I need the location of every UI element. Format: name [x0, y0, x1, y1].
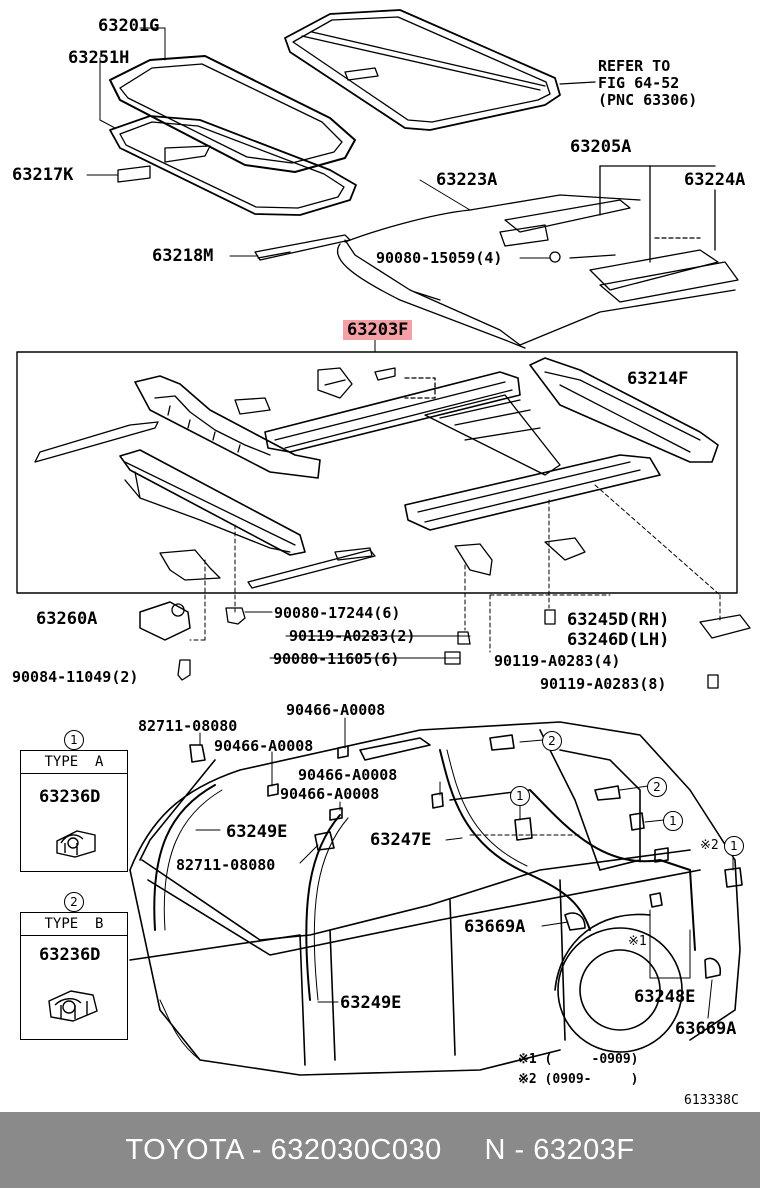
part-label-90119-A0283-2: 90119-A0283(2): [289, 627, 416, 645]
type-b-title: TYPE B: [21, 913, 127, 936]
type-b-part-label: 63236D: [39, 945, 101, 965]
footer-sep-2: -: [505, 1134, 534, 1166]
drain-hose-drawing: [254, 165, 739, 349]
part-label-90084-11049: 90084-11049(2): [12, 668, 139, 686]
footnote-1: ※1 ( -0909): [518, 1052, 639, 1067]
note-marker-2: ※2: [700, 838, 719, 853]
footer-sep-1: -: [243, 1134, 271, 1166]
part-label-63248E: 63248E: [634, 987, 696, 1007]
parts-diagram-drawing: [16, 9, 751, 1076]
part-label-90119-A0283-8: 90119-A0283(8): [540, 675, 667, 693]
part-info-footer: TOYOTA - 632030C030 N - 63203F: [0, 1112, 760, 1188]
type-b-clip-drawing: [48, 990, 98, 1022]
callout-2-b: 2: [647, 777, 667, 797]
type-a-part-label: 63236D: [39, 787, 101, 807]
part-label-90080-15059: 90080-15059(4): [376, 249, 503, 267]
type-b-number: 2: [64, 892, 84, 912]
footnote-2: ※2 (0909- ): [518, 1072, 639, 1087]
part-label-63260A: 63260A: [36, 609, 98, 629]
part-label-90080-17244: 90080-17244(6): [274, 604, 401, 622]
part-label-90466-A0008-3: 90466-A0008: [298, 766, 398, 784]
part-label-90466-A0008-4: 90466-A0008: [280, 785, 380, 803]
callout-1-c: 1: [724, 836, 744, 856]
leader-lines-lower: [195, 717, 734, 1019]
sunshade-drawing: [284, 9, 596, 131]
part-label-63205A: 63205A: [570, 137, 632, 157]
part-label-90119-A0283-4: 90119-A0283(4): [494, 652, 621, 670]
refer-text-line1: REFER TO: [598, 57, 671, 75]
part-label-90466-A0008-1: 90466-A0008: [286, 701, 386, 719]
frame-assembly-drawing: [34, 357, 721, 653]
figure-code: 613338C: [684, 1093, 739, 1108]
vehicle-drawing: [129, 721, 743, 1076]
part-label-63223A: 63223A: [436, 170, 498, 190]
part-label-90080-11605: 90080-11605(6): [273, 650, 400, 668]
part-label-63247E: 63247E: [370, 830, 432, 850]
part-label-63217K: 63217K: [12, 165, 74, 185]
part-label-63214F: 63214F: [627, 369, 689, 389]
footer-brand: TOYOTA: [125, 1134, 244, 1166]
part-label-63249E-lower: 63249E: [340, 993, 402, 1013]
refer-text-line2: FIG 64-52: [598, 74, 680, 92]
part-label-63249E-upper: 63249E: [226, 822, 288, 842]
type-a-clip-drawing: [56, 830, 96, 858]
footer-n-label: N: [484, 1134, 506, 1166]
footer-part-number: 632030C030: [270, 1134, 442, 1166]
callout-1-b: 1: [663, 811, 683, 831]
frame-assembly-box: [16, 351, 738, 594]
note-marker-1: ※1: [628, 934, 647, 949]
part-label-63224A: 63224A: [684, 170, 746, 190]
type-a-box: TYPE A 63236D: [20, 750, 128, 872]
callout-1-a: 1: [510, 786, 530, 806]
part-label-63218M: 63218M: [152, 246, 214, 266]
part-label-90466-A0008-2: 90466-A0008: [214, 737, 314, 755]
type-b-box: TYPE B 63236D: [20, 912, 128, 1040]
callout-2-a: 2: [542, 731, 562, 751]
part-label-63251H: 63251H: [68, 48, 130, 68]
part-label-63201G: 63201G: [98, 16, 160, 36]
part-label-63669A-left: 63669A: [464, 917, 526, 937]
part-label-63245D: 63245D(RH): [567, 610, 670, 630]
fasteners-drawing: [139, 601, 751, 689]
part-label-82711-08080-top: 82711-08080: [138, 717, 238, 735]
sunroof-glass-drawing: [109, 55, 357, 216]
part-label-63669A-right: 63669A: [675, 1019, 737, 1039]
type-a-title: TYPE A: [21, 751, 127, 774]
part-label-63246D: 63246D(LH): [567, 630, 670, 650]
leader-lines-upper: [86, 27, 551, 353]
part-label-82711-08080-lower: 82711-08080: [176, 856, 276, 874]
footer-ref: 63203F: [533, 1134, 635, 1166]
footer-gap: [442, 1134, 485, 1166]
type-a-number: 1: [64, 730, 84, 750]
part-label-63203F-highlighted: 63203F: [343, 320, 413, 340]
refer-text-line3: (PNC 63306): [598, 91, 698, 109]
